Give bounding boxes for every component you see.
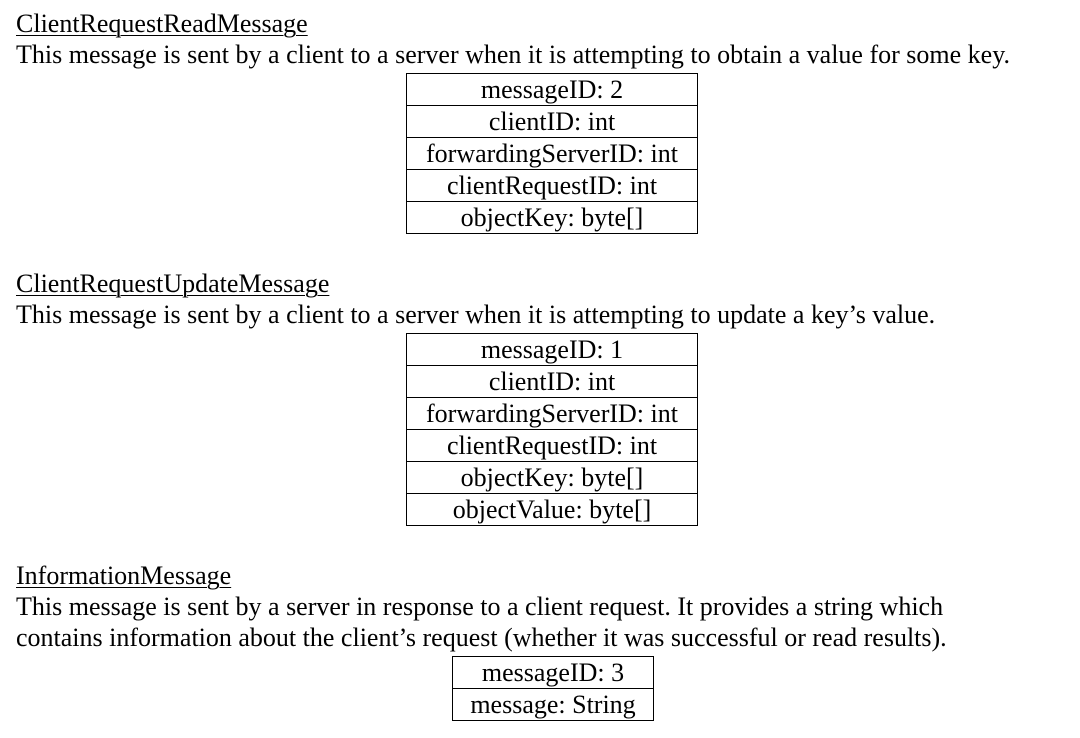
field-row: messageID: 3 (452, 656, 654, 689)
field-row: objectValue: byte[] (406, 493, 698, 526)
field-row: clientID: int (406, 365, 698, 398)
field-row: forwardingServerID: int (406, 397, 698, 430)
section-heading: ClientRequestUpdateMessage (16, 269, 330, 298)
section-heading: InformationMessage (16, 561, 232, 590)
section-description: This message is sent by a client to a se… (16, 40, 1011, 69)
field-row: objectKey: byte[] (406, 461, 698, 494)
section-description: This message is sent by a client to a se… (16, 300, 936, 329)
section-heading: ClientRequestReadMessage (16, 9, 308, 38)
field-row: forwardingServerID: int (406, 137, 698, 170)
field-row: clientRequestID: int (406, 169, 698, 202)
message-field-table: messageID: 3 message: String (452, 656, 654, 721)
field-row: objectKey: byte[] (406, 201, 698, 234)
field-row: message: String (452, 688, 654, 721)
message-section-information: InformationMessage This message is sent … (16, 561, 1072, 653)
message-section-client-request-read: ClientRequestReadMessage This message is… (16, 9, 1072, 70)
message-field-table: messageID: 1 clientID: int forwardingSer… (406, 333, 698, 526)
message-field-table: messageID: 2 clientID: int forwardingSer… (406, 73, 698, 234)
field-row: messageID: 1 (406, 333, 698, 366)
field-row: messageID: 2 (406, 73, 698, 106)
section-description-line: This message is sent by a server in resp… (16, 592, 944, 621)
message-section-client-request-update: ClientRequestUpdateMessage This message … (16, 269, 1072, 330)
field-row: clientRequestID: int (406, 429, 698, 462)
section-description-line: contains information about the client’s … (16, 623, 947, 652)
field-row: clientID: int (406, 105, 698, 138)
